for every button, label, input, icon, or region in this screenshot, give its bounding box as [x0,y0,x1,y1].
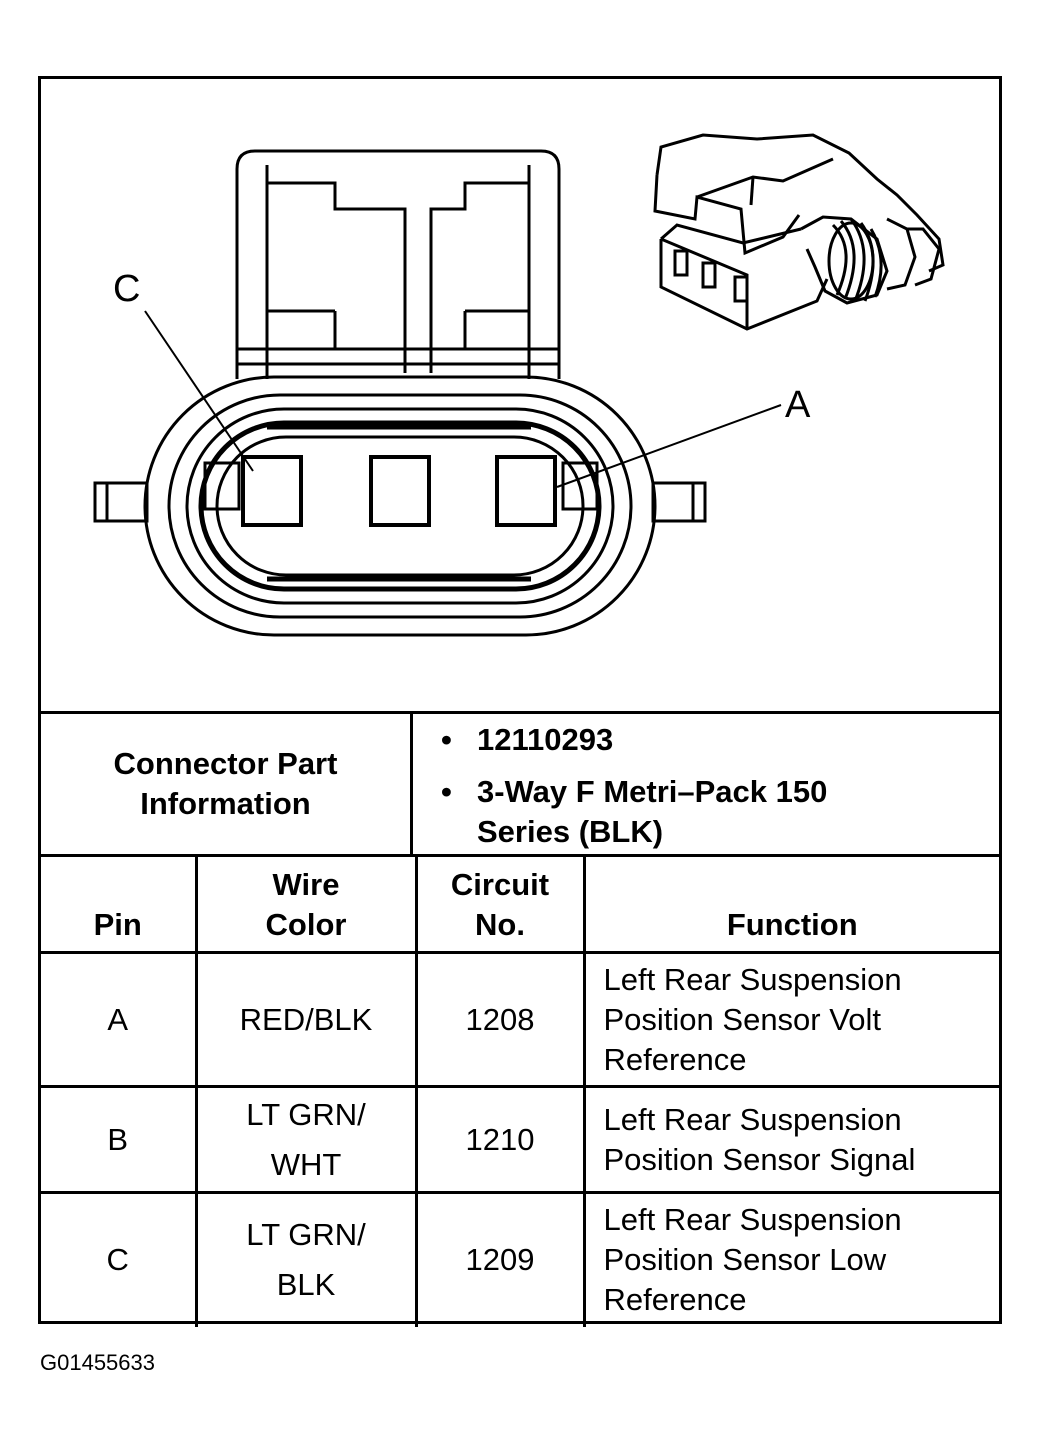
table-row: B LT GRN/ WHT 1210 Left Rear Suspension … [41,1085,999,1194]
wire-color-text: LT GRN/ WHT [246,1096,366,1182]
wire-color-cell: LT GRN/ BLK [194,1191,418,1327]
table-row: A RED/BLK 1208 Left Rear Suspension Posi… [41,951,999,1088]
part-info-label: Connector Part Information [41,714,413,854]
connector-3d-icon [653,133,945,331]
connector-illustration: C A [93,133,945,637]
figure-code: G01455633 [40,1350,155,1375]
wire-color-cell: LT GRN/ WHT [194,1085,418,1194]
function-cell: Left Rear Suspension Position Sensor Vol… [582,951,999,1088]
diagram-frame: C A [38,76,1002,1327]
pin-cell: B [41,1085,198,1194]
part-info-values: • 12110293 • 3-Way F Metri–Pack 150 Seri… [413,714,999,854]
pin-cavity-b [369,455,431,527]
callout-pin-a: A [785,384,811,426]
table-row: C LT GRN/ BLK 1209 Left Rear Suspension … [41,1191,999,1327]
pin-cell: A [41,951,198,1088]
connector-part-info: Connector Part Information • 12110293 • … [41,711,999,857]
pin-table: Pin Wire Color Circuit No. Function A RE… [41,857,999,1327]
pin-cavity-a [495,455,557,527]
wire-color-text: LT GRN/ BLK [246,1217,366,1303]
circuit-cell: 1210 [414,1085,586,1194]
header-function: Function [582,857,999,954]
header-circuit-no: Circuit No. [414,857,586,954]
wire-color-cell: RED/BLK [194,951,418,1088]
header-wire-color-text: Wire Color [265,867,347,942]
callout-pin-c: C [113,268,140,310]
connector-type-item: • 3-Way F Metri–Pack 150 Series (BLK) [441,772,999,852]
pin-cavity-c [241,455,303,527]
header-wire-color: Wire Color [194,857,418,954]
part-info-label-text: Connector Part Information [113,746,338,821]
wire-color-text: RED/BLK [239,1001,373,1037]
connector-face-icon [93,149,782,637]
table-header-row: Pin Wire Color Circuit No. Function [41,857,999,954]
part-number: 12110293 [477,722,614,757]
leader-line-c [144,310,254,472]
part-number-item: • 12110293 [441,720,999,760]
connector-diagram: C A [41,79,999,711]
header-circuit-no-text: Circuit No. [450,867,550,942]
circuit-cell: 1209 [414,1191,586,1327]
function-cell: Left Rear Suspension Position Sensor Low… [582,1191,999,1327]
circuit-cell: 1208 [414,951,586,1088]
bullet-icon: • [441,722,452,757]
bullet-icon: • [441,774,452,809]
pin-cell: C [41,1191,198,1327]
connector-type: 3-Way F Metri–Pack 150 Series (BLK) [477,774,828,849]
leader-line-a [556,404,782,488]
function-cell: Left Rear Suspension Position Sensor Sig… [582,1085,999,1194]
header-pin: Pin [41,857,198,954]
